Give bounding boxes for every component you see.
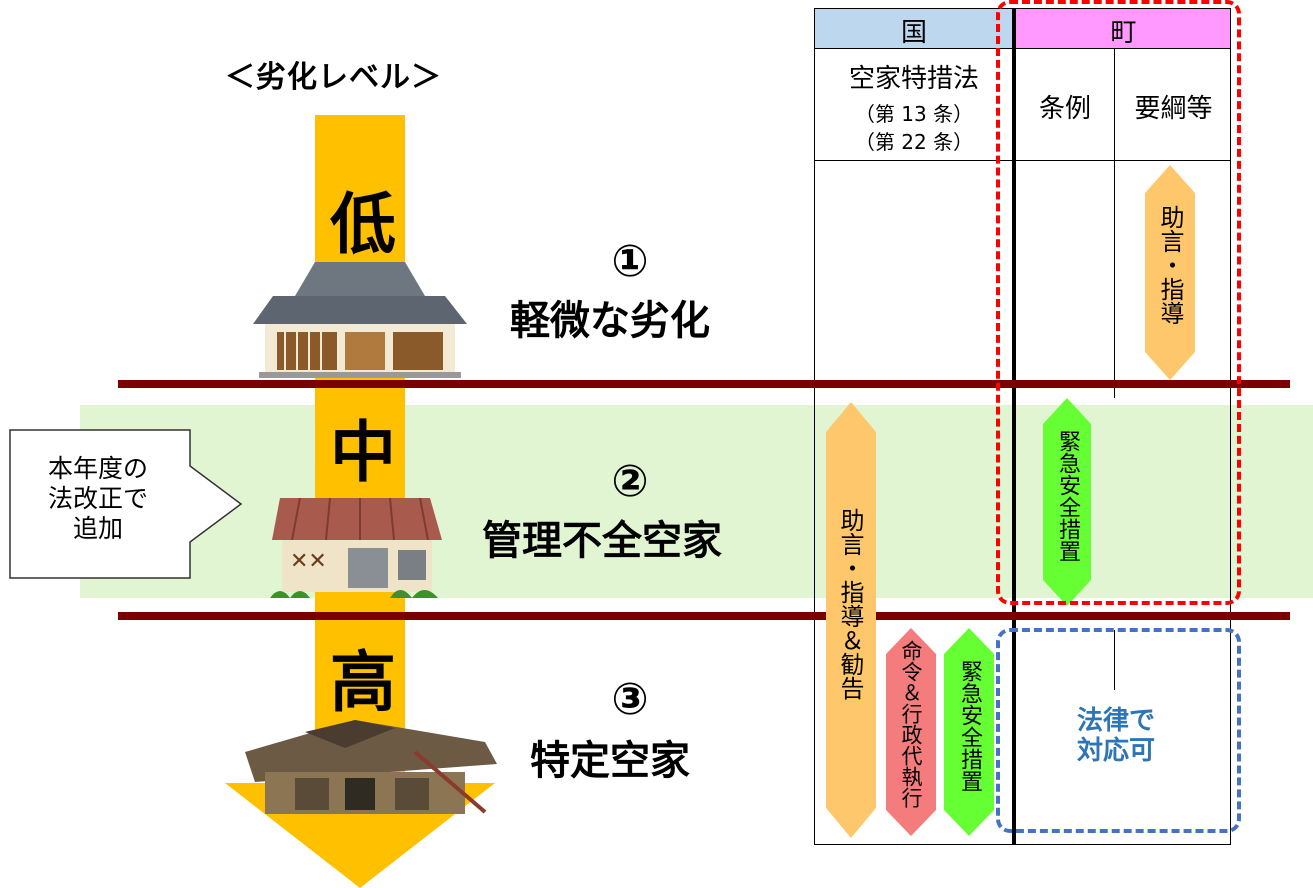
level1-number: ①	[611, 236, 649, 287]
kuni-order-arrow	[886, 628, 936, 836]
jorei-label: 条例	[1038, 94, 1091, 124]
law-amendment-callout-arrow	[9, 429, 243, 579]
level-mid-char: 中	[330, 414, 396, 491]
level-divider-1	[118, 380, 1290, 388]
cho-blue-dashed-outline	[996, 628, 1241, 833]
callout-line-3: 追加	[72, 514, 123, 543]
level-low-char: 低	[330, 186, 396, 263]
level-divider-2	[118, 612, 1290, 620]
level3-label: 特定空家	[530, 738, 690, 784]
kuni-advice-text: 助言・指導＆勧告	[836, 508, 864, 700]
level1-label: 軽微な劣化	[510, 298, 710, 344]
table-kuni-cho-divider	[1012, 8, 1016, 845]
table-header-line	[814, 48, 1231, 49]
table-border	[814, 8, 1231, 845]
kuni-emergency-arrow	[944, 628, 994, 836]
level-title: ＜劣化レベル＞	[225, 60, 442, 95]
level2-label: 管理不全空家	[482, 518, 722, 564]
cho-red-dashed-outline	[996, 0, 1241, 605]
jorei-emergency-text: 緊急安全措置	[1055, 430, 1080, 562]
law-article-13: （第 13 条）	[854, 102, 974, 126]
law-coverage-note: 法律で 対応可	[1076, 706, 1155, 766]
collapsed-house-icon	[245, 720, 497, 814]
yoko-label: 要綱等	[1134, 94, 1213, 124]
table-jorei-yoko-divider-bottom	[1114, 630, 1115, 690]
table-jorei-yoko-divider-top	[1114, 48, 1115, 398]
callout-line-2: 法改正で	[47, 484, 148, 513]
callout-line-1: 本年度の	[47, 454, 148, 483]
level2-number: ②	[611, 456, 649, 507]
cho-header	[1016, 8, 1231, 48]
jorei-emergency-arrow	[1043, 398, 1091, 606]
kuni-advice-arrow	[826, 402, 876, 838]
level3-number: ③	[611, 674, 649, 725]
kuni-header	[815, 8, 1013, 48]
yoko-advice-arrow	[1145, 165, 1195, 380]
yoko-advice-text: 助言・指導	[1156, 205, 1184, 325]
table-subheader-line	[814, 160, 1231, 161]
low-degradation-house-icon	[253, 262, 467, 378]
law-amendment-callout-text: 本年度の 法改正で 追加	[18, 454, 178, 544]
neglected-house-icon: ✕✕	[270, 497, 442, 598]
level-high-char: 高	[330, 644, 396, 721]
kuni-order-text: 命令＆行政代執行	[899, 640, 923, 808]
law-name: 空家特措法	[848, 64, 979, 94]
cho-label: 町	[1110, 18, 1137, 48]
law-article-22: （第 22 条）	[854, 130, 974, 154]
svg-text:✕✕: ✕✕	[290, 549, 327, 574]
kuni-emergency-text: 緊急安全措置	[957, 660, 982, 792]
kuni-label: 国	[900, 18, 927, 48]
